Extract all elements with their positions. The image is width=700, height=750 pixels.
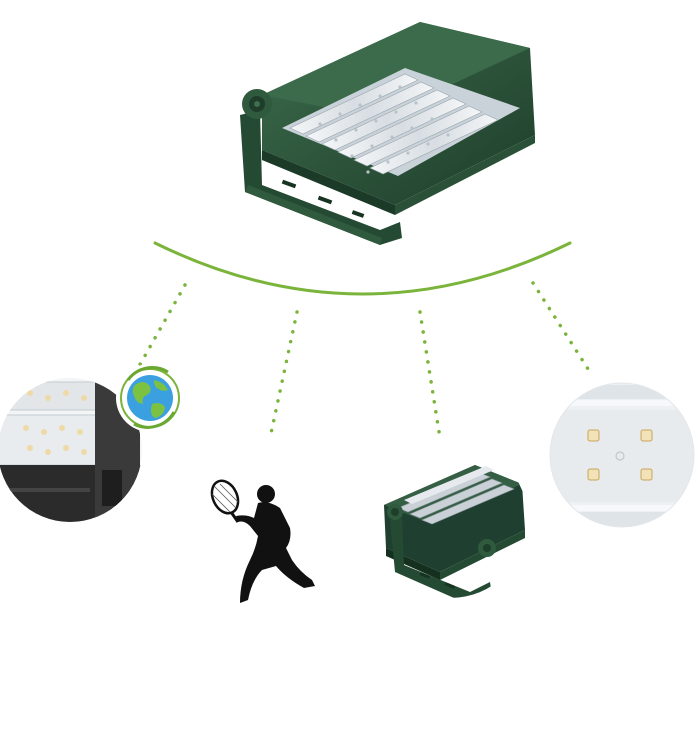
compact-flood-light-icon (384, 465, 525, 598)
tennis-player-silhouette-icon (210, 479, 315, 603)
led-chip-closeup-icon (549, 382, 695, 528)
led-flood-light-icon (240, 22, 535, 245)
connector-arc (153, 241, 572, 296)
connector-line-3 (418, 310, 442, 440)
connector-line-1 (136, 283, 187, 370)
connector-line-2 (268, 310, 299, 440)
connector-line-4 (531, 281, 592, 374)
led-module-with-eco-globe-icon (0, 364, 184, 522)
eco-globe-icon (116, 364, 184, 432)
